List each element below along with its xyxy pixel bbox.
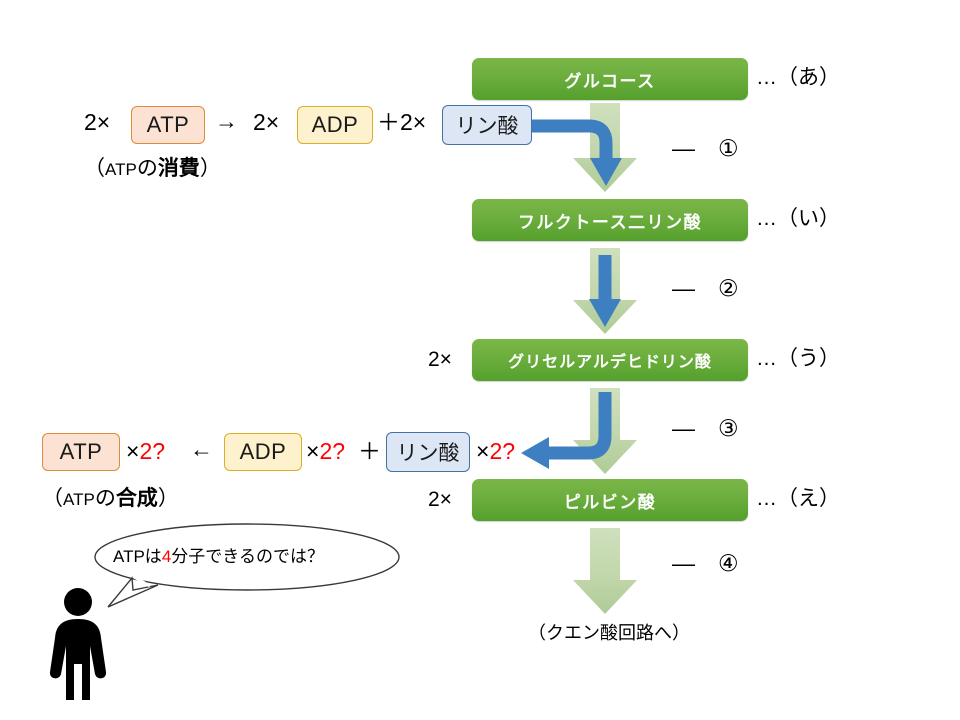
synthesis-phosphate-chip: リン酸 [386,432,470,472]
pathway-tag-fructose-bisphosphate: …（い） [756,207,840,230]
pathway-tag-glucose: …（あ） [756,66,840,89]
pathway-step-label-3: — ③ [672,415,739,441]
down-arrow-icon [573,528,637,614]
pathway-box-glyceraldehyde-phosphate: グリセルアルデヒドリン酸 [472,339,748,381]
pathway-step-label-4: — ④ [672,550,739,576]
synthesis-atp-chip: ATP [42,433,120,471]
consumption-adp-coefficient: 2× [253,109,280,135]
synthesis-adp-count: 2? [319,438,346,464]
speech-bubble-text: ATPは4分子できるのでは？ [113,548,324,565]
down-arrow-icon [589,255,621,327]
elbow-arrow-icon [531,119,622,186]
synthesis-phosphate-count: 2? [489,438,516,464]
pathway-final-note: （クエン酸回路へ） [528,623,690,643]
person-silhouette-icon [49,588,107,700]
synthesis-atp-mult: ×2? [126,438,166,464]
synthesis-adp-chip: ADP [224,433,302,471]
synthesis-caption-open: （ [42,487,63,510]
speech-text-highlight: 4 [161,547,172,566]
pathway-box-fructose-bisphosphate: フルクトース二リン酸 [472,199,748,241]
consumption-caption-close: ） [199,157,221,180]
down-arrow-icon [573,388,637,474]
consumption-caption-open: （ [84,157,105,180]
pathway-step-label-1: — ① [672,135,739,161]
pathway-box-pyruvate: ピルビン酸 [472,479,748,521]
consumption-caption: （ATPの消費） [84,158,221,179]
down-arrow-icon [573,103,637,192]
synthesis-caption-close: ） [157,487,179,510]
elbow-arrow-icon [521,392,612,469]
consumption-caption-mid: の [136,157,158,180]
consumption-caption-keyword: 消費 [157,157,200,180]
pathway-tag-pyruvate: …（え） [756,487,840,510]
synthesis-plus: ＋ [358,438,381,464]
consumption-adp-chip: ADP [297,106,373,144]
pathway-prefix-glyceraldehyde-phosphate: 2× [428,348,452,371]
down-arrow-icon [573,248,637,334]
synthesis-reaction-arrow: ← [190,436,213,462]
synthesis-caption-mid: の [94,487,116,510]
synthesis-caption-atp: ATP [63,490,95,509]
pathway-box-glucose: グルコース [472,58,748,100]
pathway-step-label-2: — ② [672,275,739,301]
consumption-phosphate-chip: リン酸 [442,105,532,145]
speech-text-pre: ATPは [113,547,162,566]
synthesis-caption: （ATPの合成） [42,488,179,509]
consumption-atp-chip: ATP [131,106,205,144]
consumption-reaction-arrow: → [215,108,238,134]
pathway-tag-glyceraldehyde-phosphate: …（う） [756,347,840,370]
synthesis-phosphate-mult: ×2? [476,438,516,464]
synthesis-caption-keyword: 合成 [115,487,158,510]
consumption-plus-coefficient: ＋2× [377,109,427,135]
consumption-atp-coefficient: 2× [84,109,111,135]
speech-text-post: 分子できるのでは？ [171,547,324,566]
synthesis-atp-count: 2? [139,438,166,464]
synthesis-adp-mult: ×2? [306,438,346,464]
consumption-caption-atp: ATP [105,160,137,179]
pathway-prefix-pyruvate: 2× [428,488,452,511]
